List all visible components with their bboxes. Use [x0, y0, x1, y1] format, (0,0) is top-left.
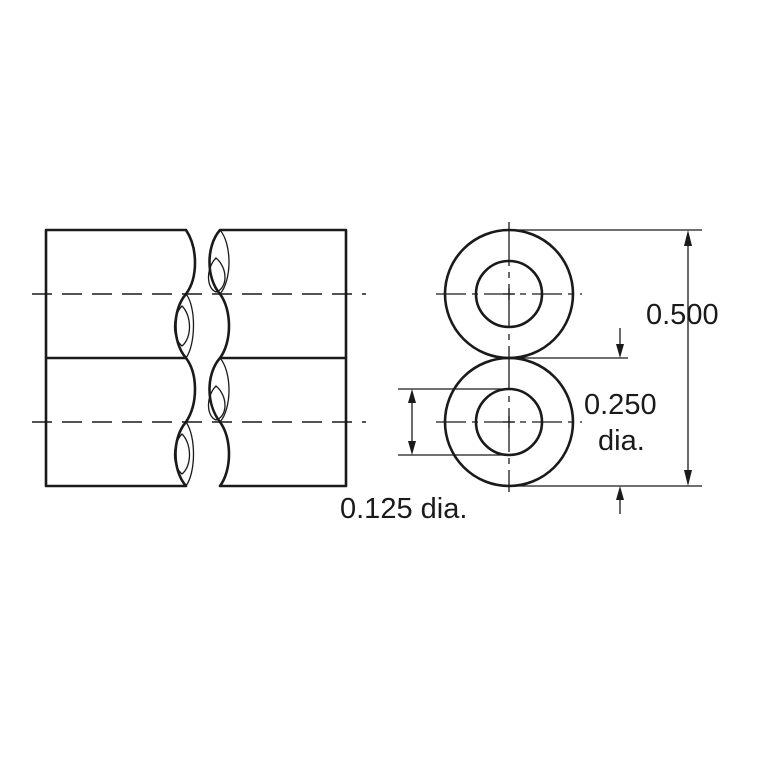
break-lens-4 — [173, 433, 191, 475]
label-outer-diameter-unit: dia. — [598, 425, 645, 457]
label-outer-diameter-value: 0.250 — [584, 389, 657, 421]
side-view — [32, 228, 366, 488]
break-contour-left-lower — [185, 421, 195, 487]
break-lens-1 — [207, 257, 226, 293]
break-lens-3 — [207, 385, 226, 421]
break-contour-right-upper — [219, 229, 230, 295]
break-contour-right-lower — [219, 357, 230, 423]
side-view-left-block — [44, 228, 197, 488]
break-lens-2 — [173, 305, 191, 347]
break-contour-left-upper — [185, 293, 195, 359]
dimension-hole-diameter — [398, 388, 509, 456]
dimension-total-height — [509, 229, 702, 487]
end-view — [436, 222, 582, 492]
label-total-height: 0.500 — [646, 299, 719, 331]
label-hole-diameter: 0.125 dia. — [340, 493, 467, 525]
dimension-outer-diameter — [509, 328, 628, 514]
